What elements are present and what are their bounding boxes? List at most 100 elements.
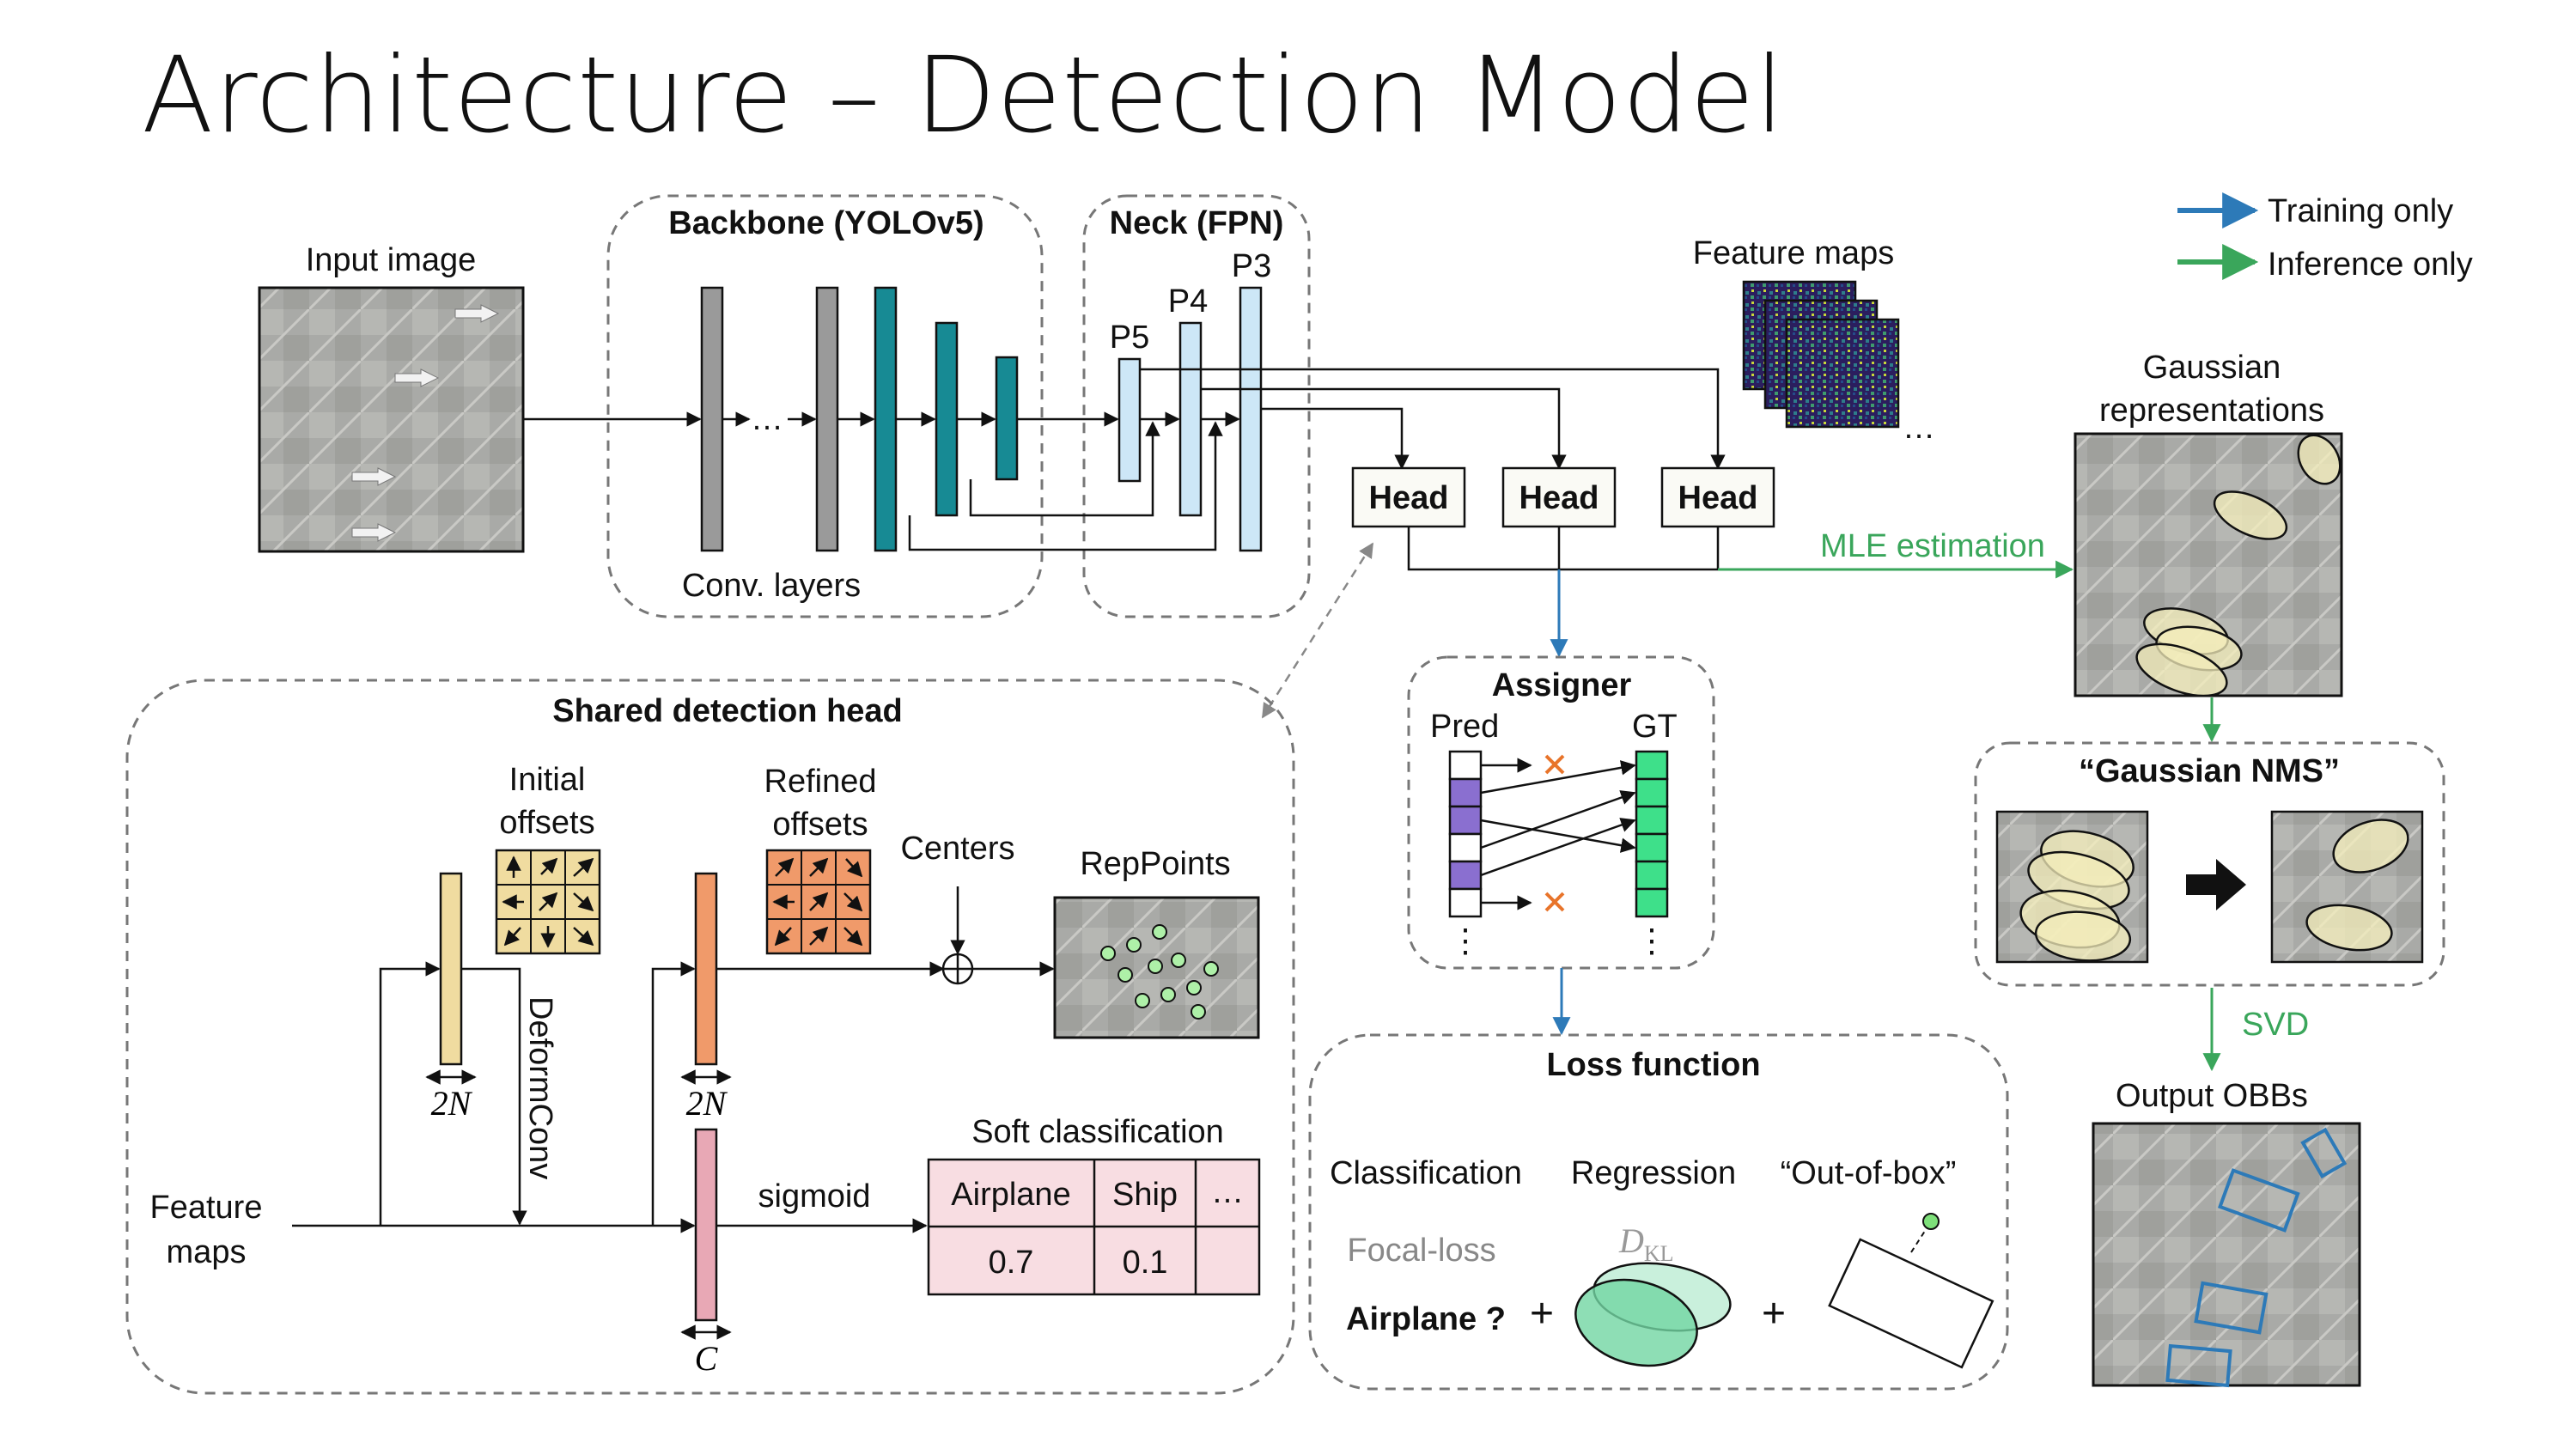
conv-layer-2 [815, 286, 839, 552]
head-detail-link [1261, 542, 1374, 719]
gaussian-label-2: representations [2099, 393, 2324, 429]
legend: Training only Inference only [2177, 192, 2473, 283]
feature-maps-ellipsis: … [1903, 410, 1935, 446]
plus-1: + [1530, 1291, 1554, 1336]
regression-label: Regression [1571, 1155, 1736, 1191]
classification-label: Classification [1330, 1155, 1522, 1191]
head-flow [292, 886, 1055, 1233]
gaussian-ellipses [2135, 434, 2342, 697]
dimension-markers [425, 1069, 732, 1340]
class-header-more: … [1211, 1174, 1244, 1210]
nms-arrow-icon [2186, 859, 2246, 910]
nms-before-ellipses [2019, 830, 2134, 962]
refined-offsets-layer [694, 872, 718, 1066]
head-2 [1501, 466, 1617, 528]
output-image [2092, 1122, 2361, 1387]
gt-more: ⋮ [1635, 923, 1668, 959]
svd-label: SVD [2242, 1007, 2309, 1043]
oob-leader [1910, 1225, 1929, 1253]
head-1-label: Head [1369, 480, 1449, 516]
reppoints-label: RepPoints [1080, 846, 1230, 882]
initial-offsets-layer [439, 872, 463, 1066]
neck-to-heads [1140, 368, 1726, 470]
refined-offsets-label-1: Refined [764, 764, 877, 800]
assignment-lines [1480, 758, 1636, 910]
conv-layers-label: Conv. layers [682, 568, 861, 604]
initial-offsets-label-2: offsets [499, 805, 594, 841]
shared-head-box [125, 679, 1295, 1395]
gaussian-label-1: Gaussian [2143, 350, 2281, 386]
reppoints-dots [1100, 924, 1219, 1020]
refined-offsets-label-2: offsets [772, 807, 868, 843]
head-feature-maps-label-1: Feature [150, 1190, 263, 1226]
feature-map-3 [1785, 318, 1900, 429]
pred-more: ⋮ [1449, 923, 1482, 959]
pred-column [1448, 750, 1483, 918]
p3-label: P3 [1232, 248, 1271, 284]
shared-head-title: Shared detection head [552, 693, 903, 729]
head-1 [1351, 466, 1466, 528]
output-obbs-label: Output OBBs [2116, 1078, 2308, 1114]
soft-classification-label: Soft classification [971, 1114, 1224, 1150]
dim-2n-refined: 2N [686, 1084, 728, 1123]
p4-label: P4 [1168, 283, 1208, 320]
legend-training-label: Training only [2268, 193, 2453, 229]
backbone-flow [523, 411, 1240, 551]
dkl-label: DKL [1618, 1221, 1674, 1266]
head-3-label: Head [1678, 480, 1758, 516]
centers-label: Centers [900, 831, 1014, 867]
pred-label: Pred [1430, 709, 1499, 745]
neck-title: Neck (FPN) [1110, 205, 1284, 241]
class-header-airplane: Airplane [951, 1177, 1070, 1213]
gaussian-pred-ellipse [1574, 1278, 1698, 1367]
loss-box [1308, 1033, 2009, 1391]
layers-ellipsis: … [751, 401, 783, 437]
backbone-title: Backbone (YOLOv5) [668, 205, 984, 241]
dim-c: C [695, 1339, 719, 1378]
assigner-box [1407, 655, 1715, 970]
loss-title: Loss function [1546, 1047, 1760, 1083]
class-header-ship: Ship [1112, 1177, 1178, 1213]
output-obb-boxes [2165, 1127, 2348, 1388]
input-image [258, 286, 525, 553]
classification-table [927, 1158, 1261, 1296]
legend-inference-label: Inference only [2268, 247, 2473, 283]
head-2-label: Head [1519, 480, 1599, 516]
classification-layer [694, 1128, 718, 1322]
neck-p3 [1239, 286, 1263, 552]
nms-title: “Gaussian NMS” [2079, 753, 2340, 789]
dim-2n-initial: 2N [431, 1084, 473, 1123]
backbone-stage-c5 [995, 356, 1019, 481]
class-score-ship: 0.1 [1123, 1245, 1168, 1281]
unassigned-marks [1544, 754, 1565, 912]
plus-2: + [1762, 1291, 1786, 1336]
head-outputs [1407, 527, 1720, 571]
deformconv-label: DeformConv [522, 996, 558, 1179]
oob-label: “Out-of-box” [1781, 1155, 1957, 1191]
gt-label: GT [1632, 709, 1678, 745]
initial-offsets-label-1: Initial [509, 762, 586, 798]
nms-box [1974, 741, 2445, 987]
conv-layer-1 [700, 286, 724, 552]
nms-after-ellipses [2305, 819, 2409, 952]
page-title: Architecture – Detection Model [142, 34, 1786, 156]
input-image-label: Input image [306, 242, 477, 278]
oob-box [1828, 1238, 1994, 1369]
sigmoid-label: sigmoid [758, 1178, 871, 1215]
airplane-question: Airplane ? [1346, 1301, 1506, 1337]
initial-offsets-grid [495, 849, 601, 955]
assigner-title: Assigner [1492, 667, 1632, 703]
p5-label: P5 [1110, 320, 1149, 356]
neck-p4 [1178, 321, 1203, 517]
refined-offsets-grid [765, 849, 872, 955]
class-score-airplane: 0.7 [989, 1245, 1034, 1281]
neck-p5 [1117, 357, 1142, 483]
airplane-icons [351, 304, 500, 542]
feature-maps-label: Feature maps [1693, 235, 1894, 271]
oob-point [1922, 1213, 1940, 1230]
backbone-box [606, 194, 1044, 618]
gt-column [1635, 750, 1669, 918]
backbone-stage-c3 [874, 286, 898, 552]
focal-loss-label: Focal-loss [1347, 1233, 1495, 1269]
neck-box [1082, 194, 1311, 618]
